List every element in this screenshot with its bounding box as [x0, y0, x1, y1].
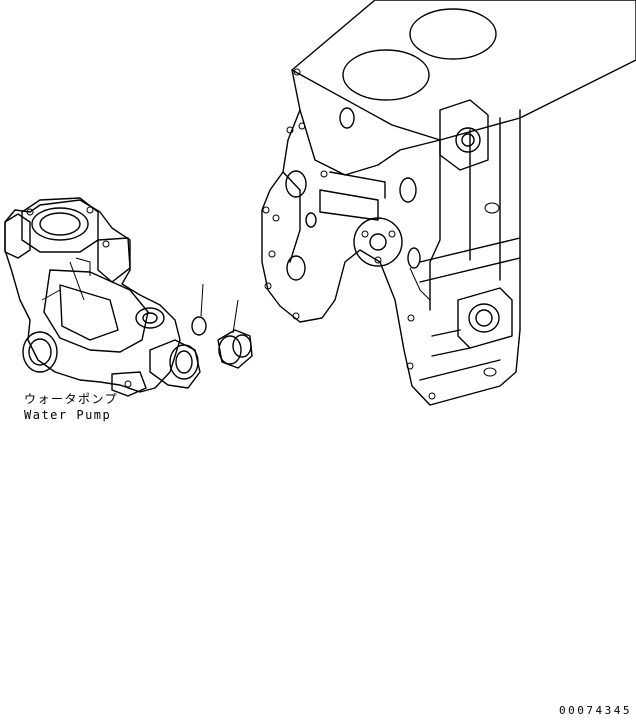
connector-fitting: [217, 299, 253, 369]
drawing-number: 00074345: [559, 704, 632, 717]
cylinder-bore: [409, 8, 497, 60]
gear-housing-boss: [353, 217, 403, 267]
o-ring: [191, 283, 207, 336]
cylinder-bore: [342, 49, 430, 101]
part-label-japanese: ウォータポンプ: [24, 392, 119, 406]
part-label-english: Water Pump: [24, 408, 112, 422]
water-pump: [4, 197, 201, 397]
engine-block: [261, 0, 636, 406]
